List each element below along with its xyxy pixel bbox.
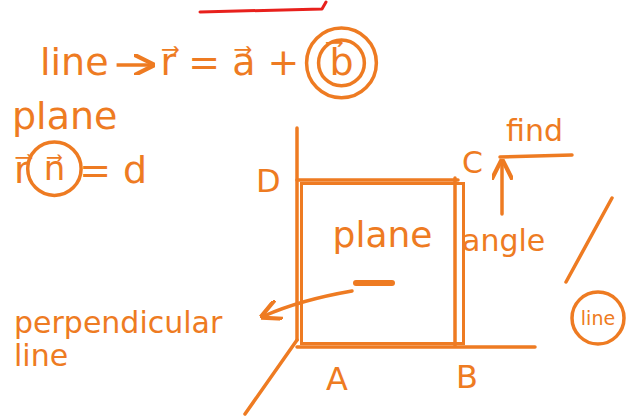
- circled-note: line: [581, 308, 615, 329]
- red-stroke: [200, 2, 326, 12]
- note-text: find: [506, 114, 563, 147]
- corner-letter: C: [462, 146, 483, 179]
- formula-text: r⃗: [14, 150, 30, 192]
- note-text: perpendicular line: [14, 306, 264, 372]
- corner-letter: A: [326, 362, 348, 397]
- ring: [28, 142, 81, 195]
- formula-word: plane: [12, 96, 117, 138]
- right-edge: [453, 178, 457, 346]
- formula-text: = d: [79, 150, 147, 192]
- leader-arrow: [264, 291, 352, 316]
- underline: [500, 155, 572, 157]
- formula-text: r⃗ = a⃗ +: [161, 42, 300, 84]
- box-label: plane: [303, 215, 462, 255]
- smudge: [356, 280, 392, 286]
- up-arrow: [500, 163, 504, 214]
- corner-letter: B: [456, 360, 478, 395]
- slash: [566, 198, 612, 282]
- note-text: angle: [462, 224, 545, 257]
- plane-box: plane: [300, 182, 465, 345]
- bottom-edge: [297, 345, 535, 349]
- circled-symbol: n⃗: [44, 150, 66, 187]
- arrow: [117, 63, 151, 67]
- ring: [307, 28, 377, 98]
- corner-letter: D: [256, 164, 281, 199]
- left-edge: [295, 128, 299, 340]
- ring: [319, 40, 365, 86]
- circled-symbol: b⃗: [329, 42, 353, 84]
- formula-word: line: [40, 42, 109, 84]
- small-circle: [572, 292, 624, 344]
- diagonal-edge: [245, 340, 297, 414]
